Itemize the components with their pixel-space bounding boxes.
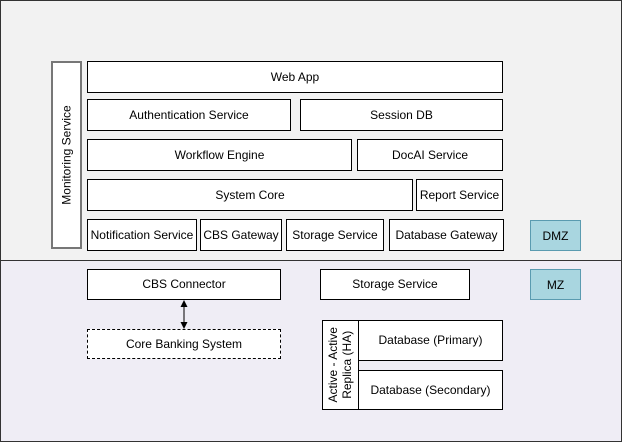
mz-badge-label: MZ xyxy=(546,277,565,292)
database-secondary-label: Database (Secondary) xyxy=(370,382,491,397)
docai-service-box: DocAI Service xyxy=(357,139,503,171)
dmz-badge-label: DMZ xyxy=(542,228,569,243)
workflow-engine-box: Workflow Engine xyxy=(87,139,352,171)
dmz-badge: DMZ xyxy=(530,220,581,251)
cbs-connection-arrowhead-down xyxy=(180,322,188,329)
dmz-zone xyxy=(0,0,622,262)
cbs-connection-arrowhead-up xyxy=(180,300,188,307)
system-core-box: System Core xyxy=(87,179,413,211)
report-service-label: Report Service xyxy=(419,187,500,202)
dmz-storage-service-label: Storage Service xyxy=(292,227,378,242)
core-banking-system-label: Core Banking System xyxy=(125,336,243,351)
database-gateway-label: Database Gateway xyxy=(395,227,498,242)
database-primary-label: Database (Primary) xyxy=(378,333,483,348)
web-app-label: Web App xyxy=(270,69,320,84)
authentication-service-box: Authentication Service xyxy=(87,99,291,131)
notification-service-label: Notification Service xyxy=(90,227,194,242)
mz-storage-service-label: Storage Service xyxy=(352,277,438,292)
workflow-engine-label: Workflow Engine xyxy=(174,147,265,162)
session-db-box: Session DB xyxy=(300,99,503,131)
core-banking-system-box: Core Banking System xyxy=(87,329,281,359)
database-gateway-box: Database Gateway xyxy=(389,219,504,251)
web-app-box: Web App xyxy=(87,61,503,93)
notification-service-box: Notification Service xyxy=(87,219,197,251)
authentication-service-label: Authentication Service xyxy=(129,107,249,122)
database-secondary-box: Database (Secondary) xyxy=(358,370,503,410)
monitoring-service: Monitoring Service xyxy=(51,61,82,249)
cbs-connector-label: CBS Connector xyxy=(142,277,226,292)
session-db-label: Session DB xyxy=(370,107,433,122)
report-service-box: Report Service xyxy=(416,179,503,211)
cbs-gateway-box: CBS Gateway xyxy=(200,219,282,251)
system-core-label: System Core xyxy=(215,187,285,202)
docai-service-label: DocAI Service xyxy=(391,147,469,162)
ha-replica-box: Active - Active Replica (HA) xyxy=(322,320,359,410)
database-primary-box: Database (Primary) xyxy=(358,320,503,361)
cbs-connector-box: CBS Connector xyxy=(87,269,281,300)
cbs-gateway-label: CBS Gateway xyxy=(203,227,279,242)
mz-storage-service-box: Storage Service xyxy=(320,269,470,300)
dmz-storage-service-box: Storage Service xyxy=(286,219,384,251)
mz-badge: MZ xyxy=(530,269,581,300)
